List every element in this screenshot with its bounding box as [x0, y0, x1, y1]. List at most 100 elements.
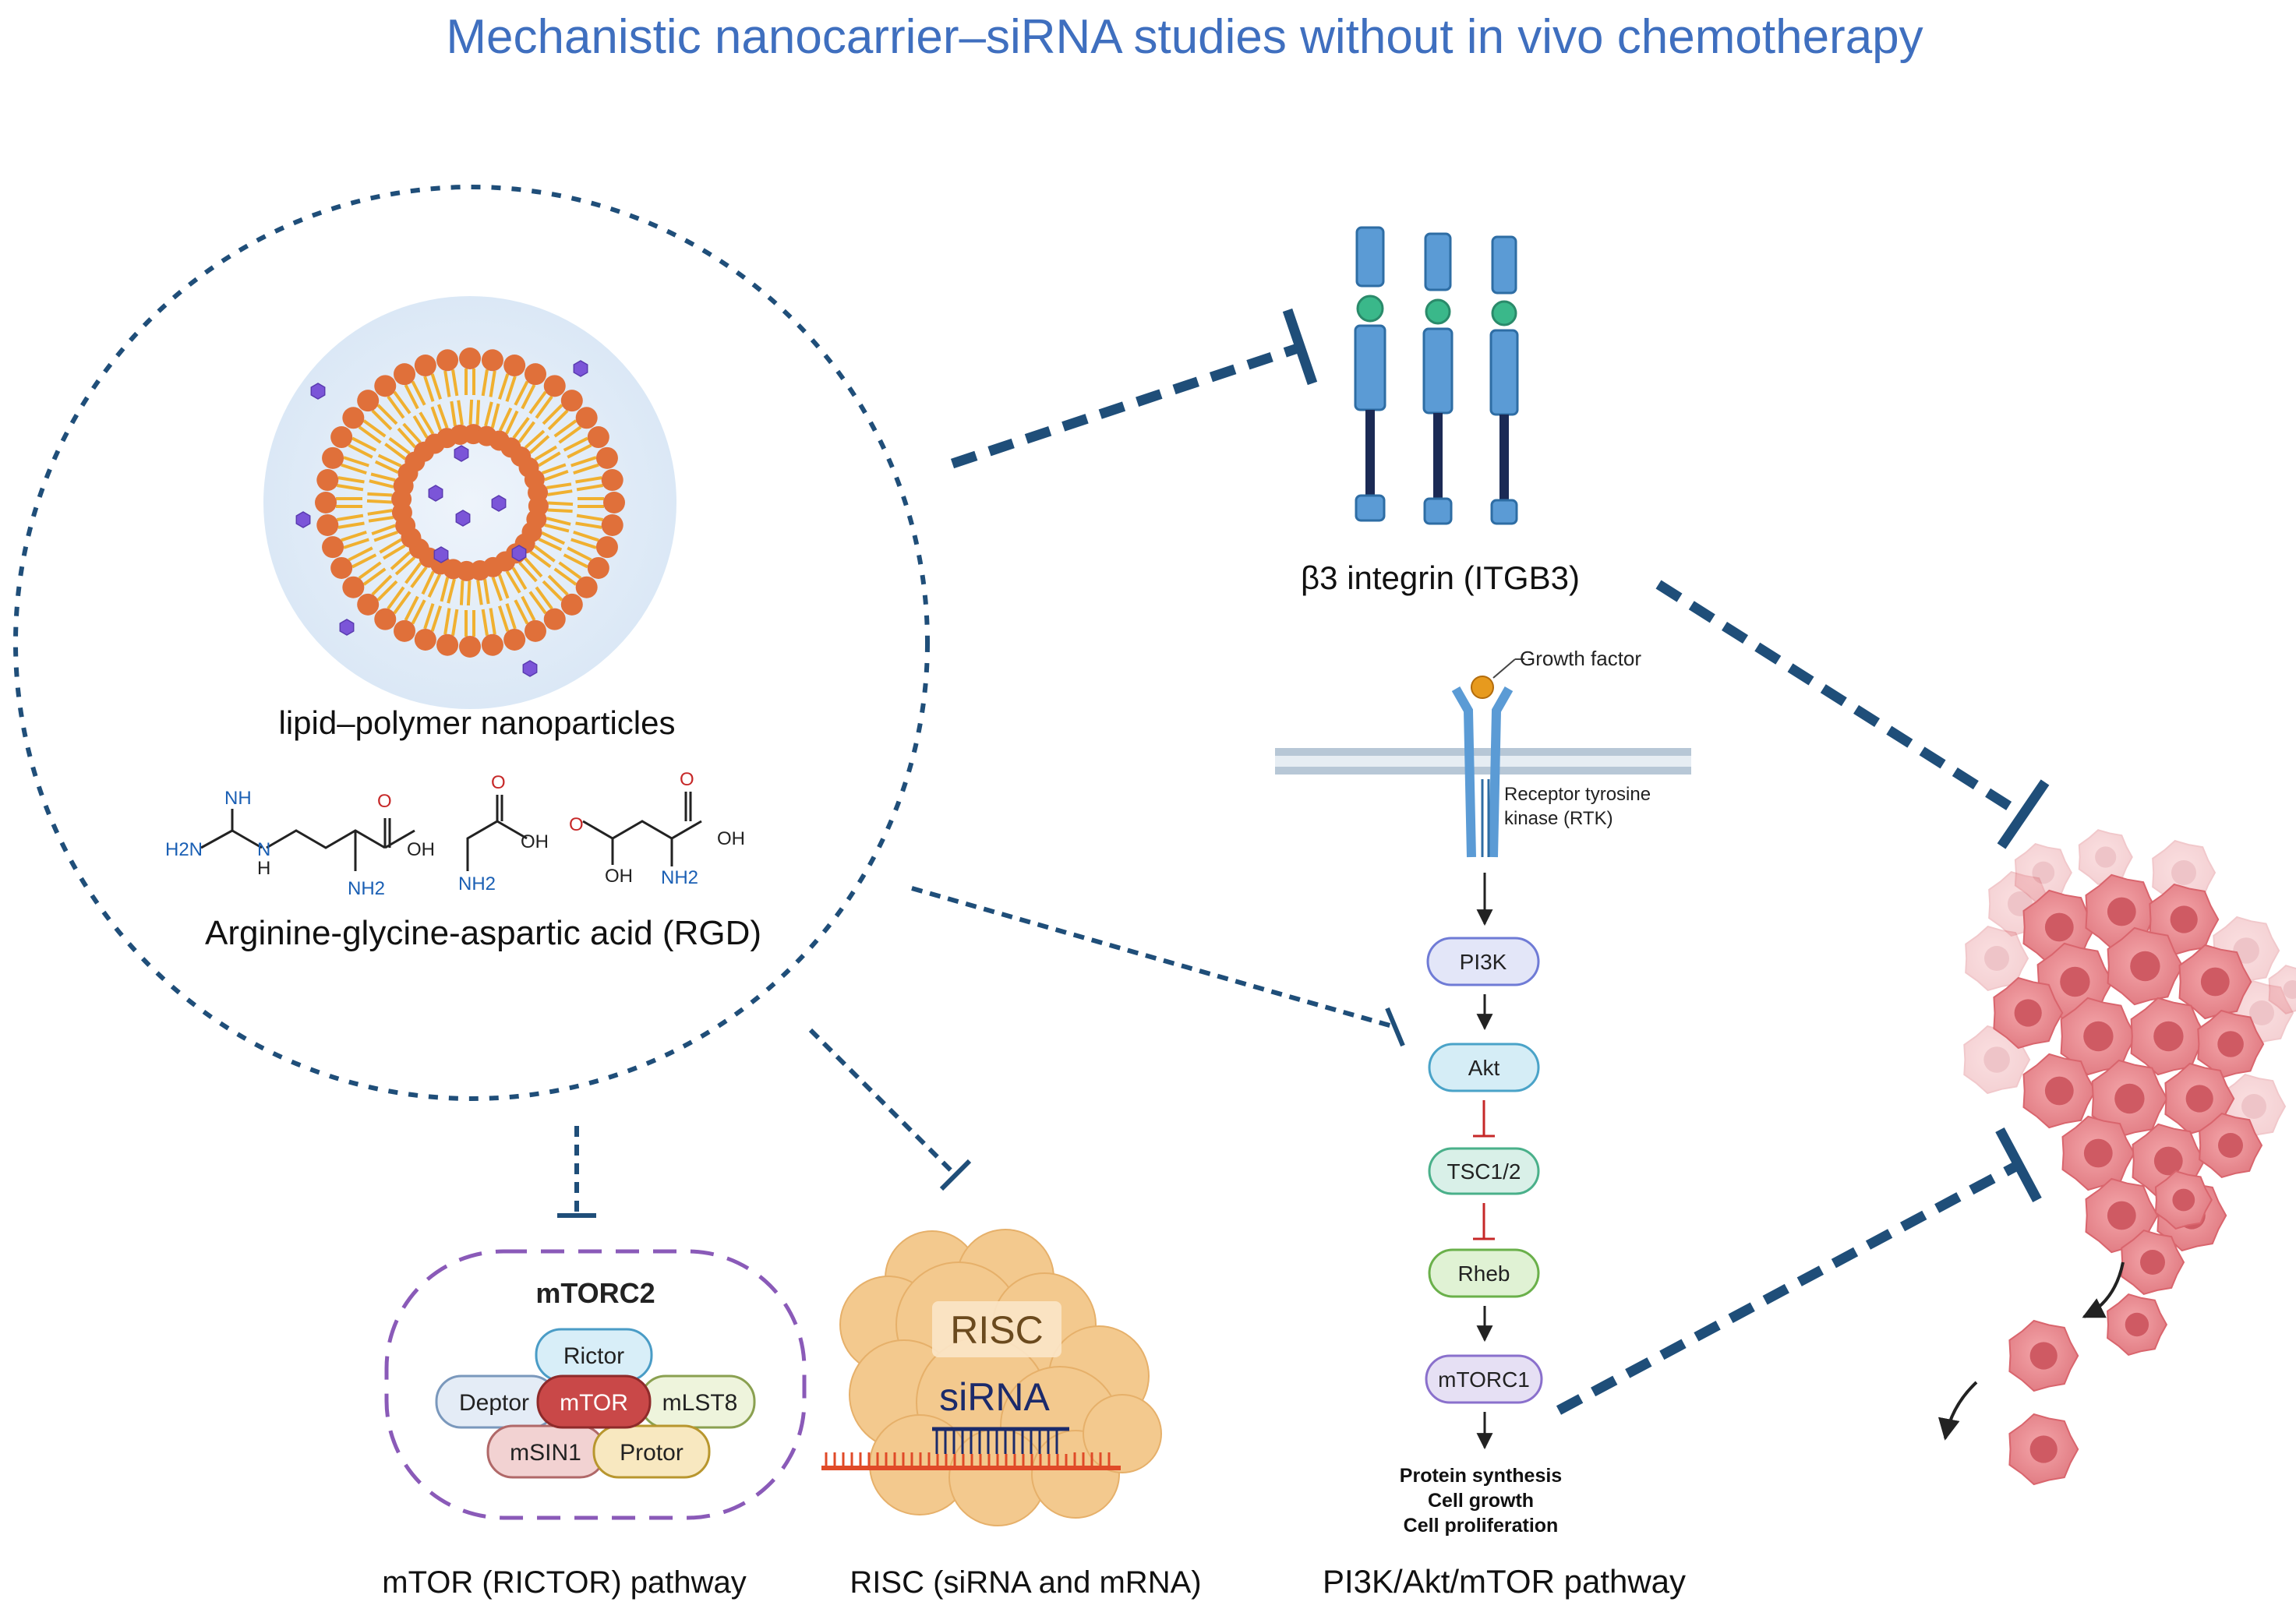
lipid-head	[316, 513, 339, 536]
lipid-tail	[376, 404, 398, 425]
lipid-head	[503, 628, 526, 651]
lipid-tail	[394, 556, 416, 576]
lipid-tail	[430, 373, 443, 400]
lipid-tail	[505, 603, 517, 630]
lipid-tail	[511, 566, 528, 590]
lipid-head	[414, 355, 436, 377]
lipid-head	[560, 593, 583, 616]
cargo-particle	[455, 510, 471, 527]
lipid-head	[374, 608, 397, 630]
rtk-receptor	[1275, 658, 1691, 858]
lipid-tail	[443, 370, 451, 397]
risc-complex: RISC siRNA	[821, 1229, 1162, 1526]
lipid-tail	[484, 401, 493, 427]
lipid-tail	[371, 409, 393, 431]
glycine-structure	[466, 795, 528, 871]
lipid-tail	[404, 595, 419, 621]
lipid-tail	[423, 376, 435, 402]
inhibit-tsc-rheb	[1473, 1203, 1495, 1240]
cell-nucleus	[2032, 861, 2055, 884]
atom-nh2: NH2	[458, 873, 496, 894]
rgd-molecules	[200, 792, 702, 871]
lipid-tail	[490, 403, 500, 429]
lipid-head	[560, 390, 583, 412]
lipid-tail	[535, 586, 553, 610]
lipid-tail	[541, 531, 566, 545]
lipid-tail	[368, 516, 394, 523]
pathway-node-pi3k: PI3K	[1426, 937, 1540, 986]
mtorc2-subunit-mlst8: mLST8	[639, 1374, 756, 1429]
cell-nucleus	[2217, 1031, 2244, 1057]
lipid-tail	[544, 523, 570, 533]
inhibit-line-akt	[911, 886, 1396, 1029]
metastasis-arrows	[1937, 1261, 2125, 1441]
atom-nh: NH	[224, 788, 252, 809]
mtorc2-complex: mTORC2 Rictor Deptor mLST8 mSIN1 Protor …	[384, 1249, 807, 1520]
tumor-cell	[2091, 1059, 2168, 1138]
lipid-tail	[544, 469, 569, 482]
atom-h: H	[257, 858, 270, 879]
integrin-molecule	[1489, 235, 1519, 525]
lipid-tail	[362, 567, 387, 586]
lipid-tail	[546, 517, 571, 526]
lipid-tail	[558, 425, 582, 444]
cell-nucleus	[2107, 1201, 2136, 1230]
lipid-tail	[567, 546, 592, 562]
lipid-tail	[388, 437, 411, 455]
lipid-tail	[573, 530, 599, 542]
rgd-atom-labels: NH H2N N H O OH NH2 O OH NH2 O OH NH2 O …	[165, 769, 745, 899]
lipid-tail	[423, 603, 435, 630]
rtk-label-line2: kinase (RTK)	[1504, 808, 1613, 829]
lipid-tail	[521, 595, 536, 621]
lipid-tail	[410, 566, 428, 588]
lipid-head	[330, 426, 353, 449]
lipid-tail	[371, 574, 393, 596]
pathway-node-tsc: TSC1/2	[1428, 1147, 1540, 1195]
lipid-tail	[362, 419, 387, 438]
lipid-head	[459, 348, 481, 369]
lipid-tail	[337, 521, 365, 529]
cell-nucleus	[2114, 1083, 2145, 1114]
cell-nucleus	[2014, 999, 2042, 1027]
cargo-particle	[339, 619, 355, 636]
subunit-label: Protor	[620, 1440, 684, 1466]
lipid-tail	[427, 573, 442, 598]
lipid-tail	[430, 605, 443, 632]
nanoparticle-label: lipid–polymer nanoparticles	[279, 704, 676, 741]
pathway-node-label: Akt	[1468, 1056, 1500, 1080]
lipid-tail	[358, 561, 382, 580]
tumor-cell	[2022, 1053, 2096, 1129]
risc-label: RISC	[950, 1308, 1043, 1352]
lipid-head	[342, 576, 365, 598]
lipid-tail	[518, 561, 538, 583]
lipid-tail	[547, 501, 574, 506]
lipid-head	[587, 426, 609, 449]
lipid-head	[603, 492, 625, 513]
lipid-head	[595, 536, 618, 559]
tumor-cell	[2164, 1062, 2235, 1135]
inhibit-akt-tsc	[1473, 1100, 1495, 1138]
mtorc2-subunit-rictor: Rictor	[535, 1328, 653, 1382]
sirna-strand	[932, 1427, 1069, 1454]
lipid-head	[543, 375, 566, 397]
tumor-cell	[2014, 842, 2072, 903]
lipid-tail	[475, 400, 481, 425]
cell-nucleus	[2140, 1250, 2165, 1275]
lipid-tail	[483, 578, 490, 605]
lipid-tail	[505, 376, 517, 402]
lipid-head	[481, 633, 503, 656]
atom-oh: OH	[521, 831, 549, 852]
lipid-tail	[497, 605, 510, 632]
tumor-cell	[2008, 1319, 2079, 1392]
pathway-label: PI3K/Akt/mTOR pathway	[1323, 1563, 1686, 1600]
lipid-tail	[393, 591, 412, 615]
mtor-pathway-label: mTOR (RICTOR) pathway	[382, 1565, 746, 1600]
lipid-tail	[383, 544, 406, 560]
lipid-tail	[476, 580, 483, 605]
cell-nucleus	[2172, 1188, 2195, 1212]
risc-pathway-label: RISC (siRNA and mRNA)	[850, 1565, 1201, 1600]
tumor-cell	[2199, 1112, 2263, 1179]
lipid-tail	[542, 404, 563, 425]
lipid-tail	[387, 586, 405, 610]
